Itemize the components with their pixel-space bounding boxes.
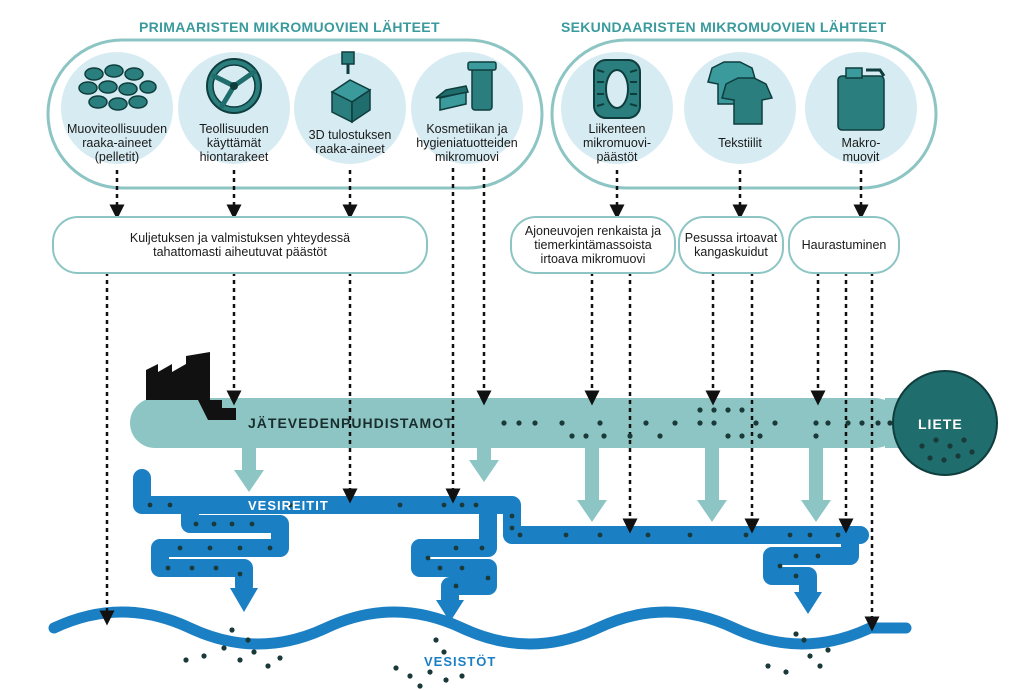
pathway-transport-emissions: Kuljetuksen ja valmistuksen yhteydessä t…: [52, 216, 428, 274]
source-label-cosmetics: Kosmetiikan ja hygieniatuotteiden mikrom…: [416, 122, 518, 164]
wastewater-label: JÄTEVEDENPUHDISTAMOT: [248, 415, 454, 431]
waterways-label: VESIREITIT: [248, 498, 329, 513]
source-label-macroplastics: Makro- muovit: [841, 136, 881, 164]
primary-sources-header: PRIMAARISTEN MIKROMUOVIEN LÄHTEET: [139, 19, 440, 35]
source-arrows: [109, 170, 869, 220]
source-label-pellets: Muoviteollisuuden raaka-aineet (pelletit…: [66, 122, 168, 164]
treated-water-arrows: [234, 448, 831, 522]
pathway-weathering: Haurastuminen: [788, 216, 900, 274]
pathway-textile-washing: Pesussa irtoavat kangaskuidut: [678, 216, 784, 274]
grinding-disc-icon: [206, 58, 262, 114]
source-label-textiles: Tekstiilit: [718, 136, 762, 150]
secondary-sources-header: SEKUNDAARISTEN MIKROMUOVIEN LÄHTEET: [561, 19, 887, 35]
3d-printer-icon: [330, 51, 372, 124]
tire-icon: [593, 59, 641, 119]
canister-icon: [837, 67, 886, 131]
sludge-label: LIETE: [918, 416, 963, 432]
flow-arrows: [99, 168, 880, 632]
clothes-icon: [707, 61, 774, 125]
waterbodies-label: VESISTÖT: [424, 654, 497, 669]
waterways-arrowheads: [230, 588, 822, 622]
source-label-grinding: Teollisuuden käyttämät hiontarakeet: [199, 122, 269, 164]
microplastic-particles: [147, 407, 975, 689]
waterways-pipes: [133, 469, 869, 609]
pathway-tire-road-wear: Ajoneuvojen renkaista ja tiemerkintämass…: [510, 216, 676, 274]
factory-icon: [146, 352, 236, 420]
sludge-circle: [892, 370, 998, 476]
source-label-traffic: Liikenteen mikromuovi- päästöt: [582, 122, 652, 164]
cosmetics-icon: [435, 61, 497, 111]
water-body-wave: [48, 606, 912, 650]
source-label-3d-printing: 3D tulostuksen raaka-aineet: [308, 128, 392, 156]
pellets-icon: [78, 64, 157, 111]
